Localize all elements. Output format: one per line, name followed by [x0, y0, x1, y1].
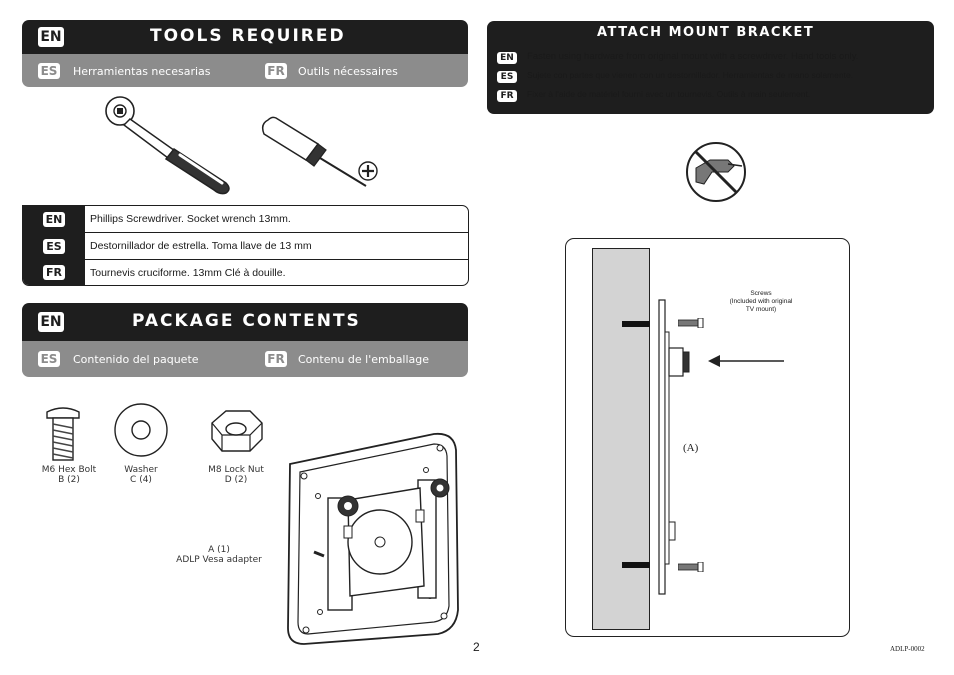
attach-row-es-text: Sujete con partes que vienen con un dest… — [527, 70, 854, 80]
tv-screw-hole-top — [622, 321, 650, 327]
attach-row-fr: Fixer à l'aide de matériel fourni avec u… — [521, 86, 933, 104]
tools-row-en: EN Phillips Screwdriver. Socket wrench 1… — [23, 206, 468, 232]
tools-row-fr-badge: FR — [43, 265, 65, 280]
side-view-diagram-frame — [565, 238, 850, 637]
tv-back-panel — [592, 248, 650, 630]
washer-caption: Washer C (4) — [106, 465, 176, 485]
tv-screw-hole-bottom — [622, 562, 650, 568]
tools-es-badge: ES — [38, 63, 60, 79]
no-power-tools-icon — [686, 142, 746, 202]
attach-fr-badge: FR — [497, 90, 517, 102]
screws-label-line3: TV mount) — [745, 306, 777, 313]
tools-fr-label: Outils nécessaires — [298, 65, 398, 78]
tools-header: EN TOOLS REQUIRED — [22, 20, 468, 54]
screws-label: Screws (Included with original TV mount) — [720, 290, 802, 314]
nut-qty: D (2) — [224, 475, 248, 485]
phillips-screwdriver-icon — [261, 116, 378, 187]
tools-row-en-badge: EN — [43, 211, 65, 227]
tools-row-es: ES Destornillador de estrella. Toma llav… — [23, 232, 468, 259]
tools-table: EN Phillips Screwdriver. Socket wrench 1… — [22, 205, 469, 286]
attach-panel — [487, 21, 934, 114]
adapter-name: A (1) — [208, 545, 230, 555]
tools-row-es-badge: ES — [43, 238, 65, 254]
bolt-name: M6 Hex Bolt — [41, 465, 97, 475]
hex-bolt-icon — [46, 407, 80, 461]
tools-row-en-text: Phillips Screwdriver. Socket wrench 13mm… — [90, 213, 291, 225]
nut-caption: M8 Lock Nut D (2) — [198, 465, 274, 485]
tools-translation-bar: ES Herramientas necesarias FR Outils néc… — [22, 54, 468, 87]
screws-label-line1: Screws — [750, 290, 772, 297]
tools-row-fr-text: Tournevis cruciforme. 13mm Clé à douille… — [90, 266, 286, 279]
vesa-adapter-plate-icon — [287, 432, 459, 645]
socket-wrench-icon — [105, 96, 230, 195]
washer-qty: C (4) — [130, 475, 152, 485]
page-number: 2 — [473, 640, 480, 654]
screw-top-icon — [678, 318, 704, 328]
adapter-caption: A (1) ADLP Vesa adapter — [168, 545, 270, 565]
attach-es-badge: ES — [497, 71, 517, 83]
bolt-caption: M6 Hex Bolt B (2) — [30, 465, 108, 485]
tools-row-es-text: Destornillador de estrella. Toma llave d… — [90, 240, 312, 252]
nut-name: M8 Lock Nut — [208, 465, 264, 475]
attach-row-es: Sujete con partes que vienen con un dest… — [521, 67, 933, 86]
tools-row-fr: FR Tournevis cruciforme. 13mm Clé à doui… — [23, 259, 468, 285]
part-a-label: (A) — [683, 442, 699, 454]
package-es-badge: ES — [38, 351, 60, 367]
package-es-label: Contenido del paquete — [73, 353, 199, 366]
package-en-badge: EN — [38, 312, 64, 332]
tools-fr-badge: FR — [265, 63, 287, 79]
attach-en-badge: EN — [497, 52, 517, 64]
lock-nut-icon — [211, 410, 263, 452]
tools-es-label: Herramientas necesarias — [73, 65, 211, 78]
attach-row-fr-text: Fixer à l'aide de matériel fourni avec u… — [527, 89, 811, 99]
document-code: ADLP-0002 — [890, 645, 925, 653]
screw-bottom-icon — [678, 562, 704, 572]
attach-row-en: Fasten using hardware from original moun… — [521, 48, 933, 67]
adapter-qty: ADLP Vesa adapter — [176, 555, 262, 565]
package-header: EN PACKAGE CONTENTS — [22, 303, 468, 341]
tools-en-badge: EN — [38, 27, 64, 47]
bolt-qty: B (2) — [58, 475, 80, 485]
package-translation-bar: ES Contenido del paquete FR Contenu de l… — [22, 341, 468, 377]
attach-title: ATTACH MOUNT BRACKET — [597, 25, 815, 40]
arrow-left-icon — [708, 355, 784, 367]
package-fr-label: Contenu de l'emballage — [298, 353, 430, 366]
attach-row-en-text: Fasten using hardware from original moun… — [527, 51, 859, 62]
washer-icon — [114, 403, 168, 457]
tools-title: TOOLS REQUIRED — [150, 26, 346, 46]
package-title: PACKAGE CONTENTS — [132, 311, 361, 331]
screws-label-line2: (Included with original — [729, 298, 793, 305]
package-fr-badge: FR — [265, 351, 287, 367]
adapter-side-profile-icon — [658, 299, 690, 595]
washer-name: Washer — [124, 465, 158, 475]
